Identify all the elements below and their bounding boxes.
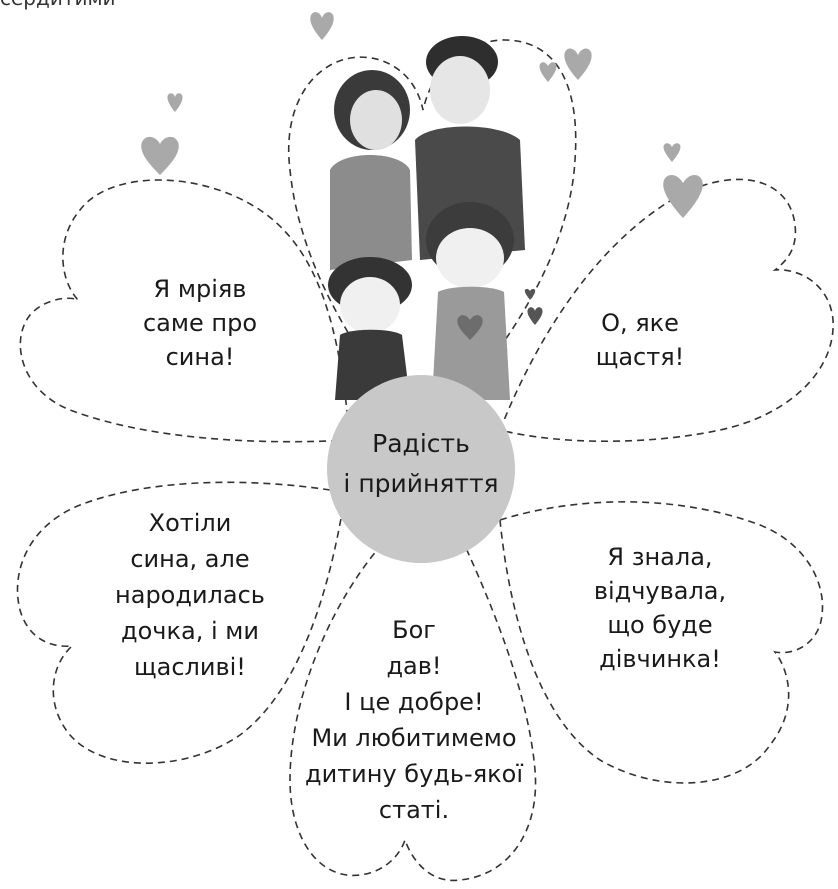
heart-icon xyxy=(141,136,179,175)
family-illustration-icon xyxy=(328,36,543,400)
center-label: Радість і прийняття xyxy=(343,429,499,498)
petal-top-left xyxy=(19,179,351,443)
petal-lower-left xyxy=(16,481,346,764)
petal-lower-right xyxy=(499,501,824,784)
petal-text-lower-left: Хотіли сина, але народилась дочка, і ми … xyxy=(115,509,265,681)
heart-icon xyxy=(564,48,592,80)
heart-icon xyxy=(663,174,703,218)
petal-text-lower-right: Я знала, відчувала, що буде дівчинка! xyxy=(593,543,727,673)
hearts-decoration xyxy=(141,12,703,218)
petal-right xyxy=(498,178,834,442)
heart-icon xyxy=(539,62,557,82)
heart-icon xyxy=(310,12,334,40)
top-text-fragment: сердитими xyxy=(0,0,116,10)
petal-text-top-left: Я мріяв саме про сина! xyxy=(142,275,257,371)
petal-text-right: О, яке щастя! xyxy=(595,309,685,371)
heart-icon xyxy=(663,143,681,162)
petal-bottom xyxy=(289,534,537,882)
center-circle xyxy=(327,375,515,563)
heart-icon xyxy=(167,93,183,112)
petal-text-bottom: Бог дав! І це добре! Ми любитимемо дитин… xyxy=(305,616,523,824)
